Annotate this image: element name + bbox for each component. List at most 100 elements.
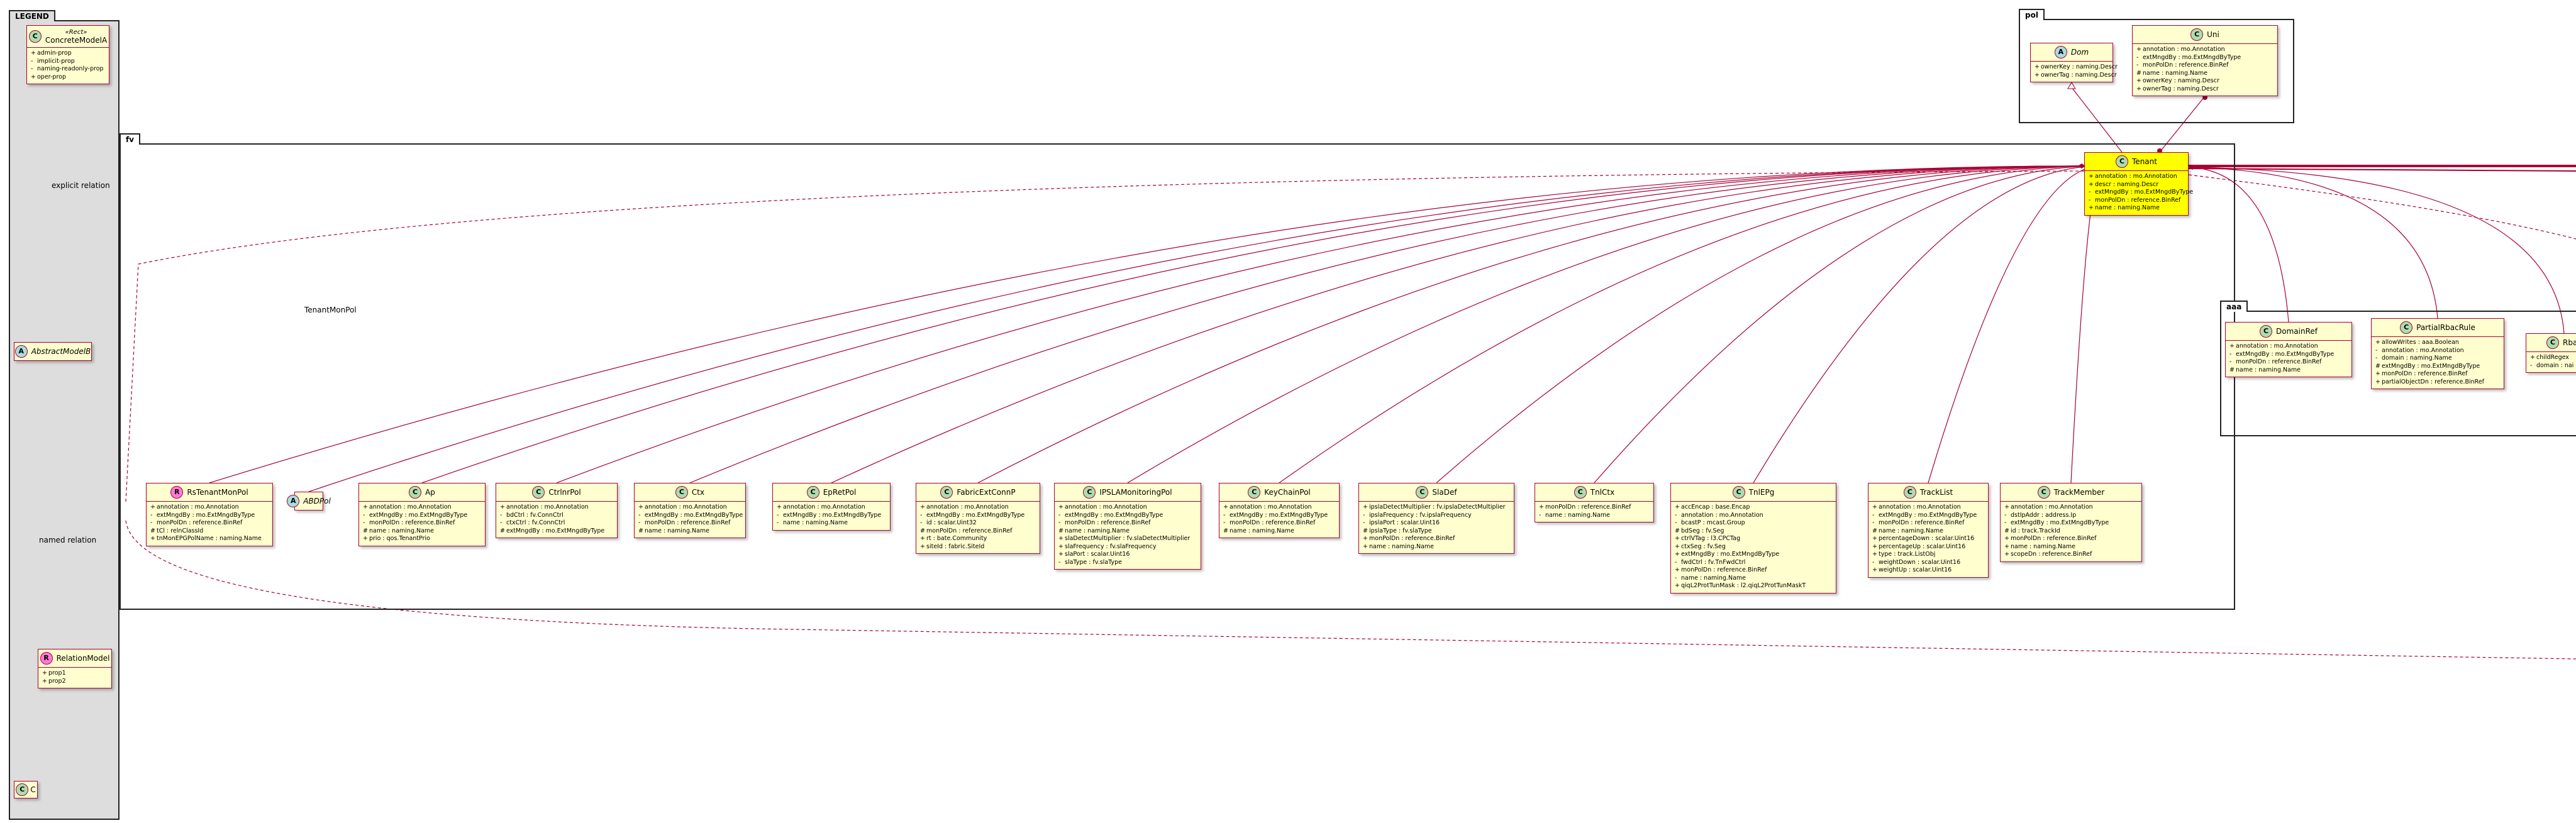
attribute: +ctxSeg : fv.Seg (1675, 543, 1726, 550)
attribute: -bdCtrl : fv.ConnCtrl (500, 511, 564, 519)
attribute: +annotation : mo.Annotation (500, 504, 589, 511)
class-icon: C (806, 486, 819, 499)
attribute: +annotation : mo.Annotation (2004, 504, 2093, 511)
attribute: #name : naming.Name (1872, 527, 1944, 534)
attribute: +annotation : mo.Annotation (2136, 46, 2225, 53)
attribute: -extMngdBy : mo.ExtMngdByType (1058, 511, 1163, 519)
class-icon: C (2190, 28, 2204, 41)
pol-package: pol (2019, 9, 2294, 123)
abstract-model-b-class[interactable]: A AbstractModelB (14, 342, 92, 361)
attribute: +percentageUp : scalar.Uint16 (1872, 543, 1966, 550)
attribute: +annotation : mo.Annotation (363, 504, 452, 511)
fv-package-tab: fv (119, 133, 141, 145)
class-name: AbstractModelB (31, 346, 91, 356)
attribute: -name : naming.Name (1539, 511, 1611, 519)
attribute: +name : naming.Name (2089, 204, 2160, 211)
attribute: +partialObjectDn : reference.BinRef (2375, 378, 2485, 385)
attribute: +ownerKey : naming.Descr (2136, 77, 2219, 84)
class-name: C (30, 785, 36, 794)
relation-class-icon: R (170, 486, 184, 499)
attribute: +childRegex (2530, 354, 2569, 361)
attribute: +monPolDn : reference.BinRef (1363, 535, 1455, 542)
attribute: -annotation : mo.Annotation (1675, 511, 1763, 519)
class-icon: C (1732, 486, 1745, 499)
abstract-class-icon: A (14, 345, 28, 358)
class-attributes: +ipslaDetectMultiplier : fv.ipslaDetectM… (1359, 502, 1514, 553)
legend-package-tab: LEGEND (9, 10, 55, 21)
uni-class[interactable]: C Uni +annotation : mo.Annotation -extMn… (2132, 25, 2278, 96)
class-icon: C (2546, 336, 2560, 349)
attribute: #monPolDn : reference.BinRef (920, 527, 1013, 534)
rbac-class[interactable]: CRbac+childRegex-domain : nai (2526, 333, 2576, 373)
attribute: +allowWrites : aaa.Boolean (2375, 339, 2459, 346)
tenant-mon-pol-label: TenantMonPol (304, 306, 357, 314)
attribute: +name : naming.Name (1363, 543, 1435, 550)
class-attributes: +annotation : mo.Annotation-extMngdBy : … (147, 502, 272, 546)
class-name: Ctx (691, 487, 705, 497)
attribute: -extMngdBy : mo.ExtMngdByType (363, 511, 468, 519)
class-attributes: +annotation : mo.Annotation-extMngdBy : … (916, 502, 1040, 553)
c-class[interactable]: C C (14, 781, 38, 798)
attribute: +prio : qos.TenantPrio (363, 535, 430, 542)
named-relation-line (2188, 174, 2576, 240)
attribute: -id : scalar.Uint32 (920, 519, 977, 526)
attribute: -extMngdBy : mo.ExtMngdByType (2229, 350, 2334, 358)
class-name: PartialRbacRule (2416, 323, 2475, 332)
class-attributes: +prop1 +prop2 (38, 668, 111, 688)
class-name: FabricExtConnP (957, 487, 1016, 497)
attribute: +ownerTag : naming.Descr (2136, 85, 2219, 92)
tenant-class[interactable]: C Tenant +annotation : mo.Annotation +de… (2084, 152, 2193, 216)
attribute: -extMngdBy : mo.ExtMngdByType (150, 511, 255, 519)
attribute: +scopeDn : reference.BinRef (2004, 551, 2092, 558)
class-icon: C (2116, 155, 2129, 168)
class-name: Dom (2070, 47, 2089, 57)
attribute: -extMngdBy : mo.ExtMngdByType (638, 511, 743, 519)
class-attributes: +annotation : mo.Annotation-dstIpAddr : … (2001, 502, 2141, 561)
class-attributes: +accEncap : base.Encap-annotation : mo.A… (1671, 502, 1836, 593)
attribute: -monPolDn : reference.BinRef (363, 519, 455, 526)
class-name: KeyChainPol (1264, 487, 1311, 497)
class-name: RelationModel (56, 653, 110, 663)
attribute: -implicit-prop (31, 57, 75, 65)
class-icon: C (940, 486, 953, 499)
class-name: ConcreteModelA (45, 36, 108, 45)
class-icon: C (532, 486, 545, 499)
class-icon: C (1416, 486, 1429, 499)
attribute: #name : naming.Name (2229, 366, 2301, 373)
attribute: +ctrlVTag : l3.CPCTag (1675, 535, 1741, 542)
concrete-model-a-class[interactable]: C «Rect» ConcreteModelA +admin-prop -imp… (26, 25, 109, 84)
abstract-class-icon: A (2054, 46, 2067, 58)
attribute: +ownerKey : naming.Descr (2035, 64, 2118, 70)
class-name: CtrlnrPol (548, 487, 581, 497)
class-stereotype: «Rect» (65, 29, 87, 36)
class-icon: C (1903, 486, 1916, 499)
attribute: +qiqL2ProtTunMask : l2.qiqL2ProtTunMaskT (1675, 582, 1806, 589)
attribute: #name : naming.Name (1223, 527, 1295, 534)
attribute: +monPolDn : reference.BinRef (2375, 370, 2468, 377)
dom-class[interactable]: A Dom +ownerKey : naming.Descr +ownerTag… (2030, 43, 2118, 82)
attribute: #tCl : relnClassId (150, 527, 204, 534)
attribute: +annotation : mo.Annotation (1223, 504, 1312, 511)
attribute: +percentageDown : scalar.Uint16 (1872, 535, 1975, 542)
fabric-ext-conn-p-class[interactable]: C FabricExtConnP +annotation : mo.Annotati… (916, 483, 1040, 554)
class-icon: C (675, 486, 688, 499)
class-name: IPSLAMonitoringPol (1099, 487, 1172, 497)
attribute: #name : naming.Name (638, 527, 710, 534)
class-icon: C (16, 783, 29, 796)
relation-model-class[interactable]: R RelationModel +prop1 +prop2 (38, 649, 112, 688)
